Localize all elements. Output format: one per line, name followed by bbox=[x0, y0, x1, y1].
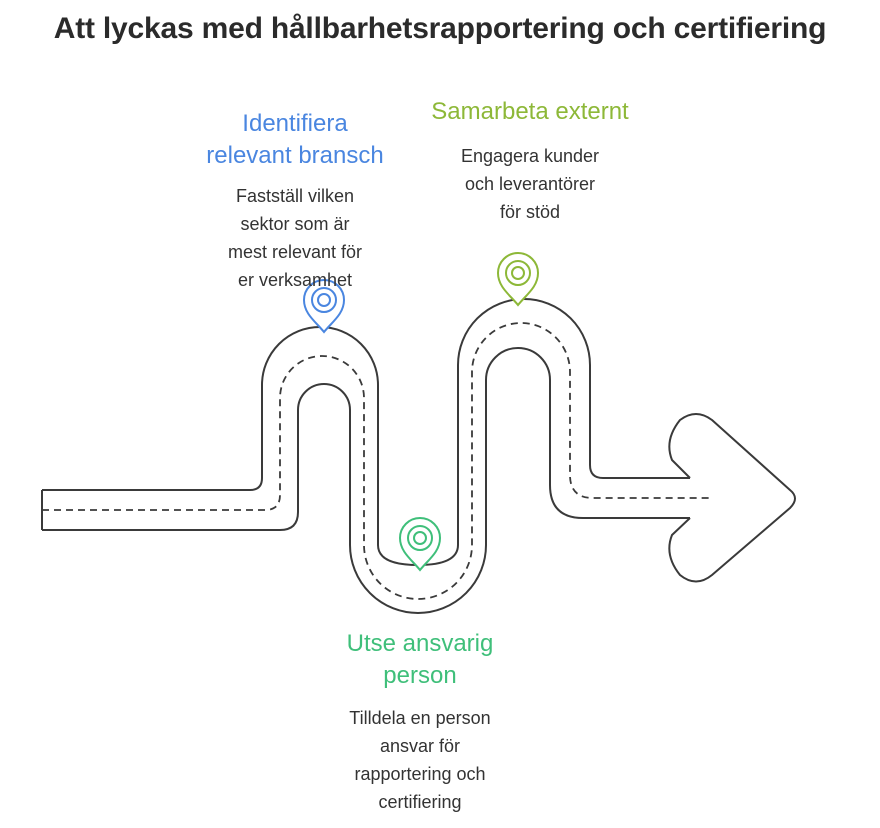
step-identify-industry: Identifiera relevant bransch Fastställ v… bbox=[180, 108, 410, 294]
step-desc-line: Engagera kunder bbox=[460, 146, 600, 166]
location-pin-icon bbox=[302, 279, 346, 334]
step-title-line: relevant bransch bbox=[206, 142, 384, 169]
step-desc-line: mest relevant för bbox=[227, 242, 363, 262]
step-collaborate-externally: Samarbeta externt Engagera kunder och le… bbox=[405, 96, 655, 226]
step-desc-line: rapportering och bbox=[354, 764, 486, 784]
step-title-line: person bbox=[383, 662, 457, 689]
location-pin-icon bbox=[398, 517, 442, 572]
step-description: Engagera kunder och leverantörer för stö… bbox=[405, 142, 655, 226]
step-title-line: Samarbeta externt bbox=[431, 98, 629, 125]
step-title: Samarbeta externt bbox=[405, 96, 655, 128]
step-title: Utse ansvarig person bbox=[300, 628, 540, 692]
step-desc-line: sektor som är bbox=[240, 214, 350, 234]
step-description: Tilldela en person ansvar för rapporteri… bbox=[300, 704, 540, 816]
road-edge-top bbox=[42, 298, 690, 566]
step-desc-line: er verksamhet bbox=[237, 270, 353, 290]
step-title-line: Identifiera bbox=[242, 110, 348, 137]
step-desc-line: för stöd bbox=[499, 202, 561, 222]
step-appoint-responsible: Utse ansvarig person Tilldela en person … bbox=[300, 628, 540, 816]
step-title-line: Utse ansvarig bbox=[346, 630, 494, 657]
step-desc-line: Fastställ vilken bbox=[235, 186, 355, 206]
location-pin-icon bbox=[496, 252, 540, 307]
step-desc-line: certifiering bbox=[378, 792, 462, 812]
step-desc-line: och leverantörer bbox=[464, 174, 596, 194]
road-edge-bottom bbox=[42, 347, 690, 614]
step-description: Fastställ vilken sektor som är mest rele… bbox=[180, 182, 410, 294]
step-title: Identifiera relevant bransch bbox=[180, 108, 410, 172]
step-desc-line: ansvar för bbox=[379, 736, 461, 756]
arrow-head bbox=[668, 413, 796, 583]
page-title: Att lyckas med hållbarhetsrapportering o… bbox=[53, 12, 827, 45]
road-center-line bbox=[42, 322, 712, 600]
step-desc-line: Tilldela en person bbox=[349, 708, 491, 728]
